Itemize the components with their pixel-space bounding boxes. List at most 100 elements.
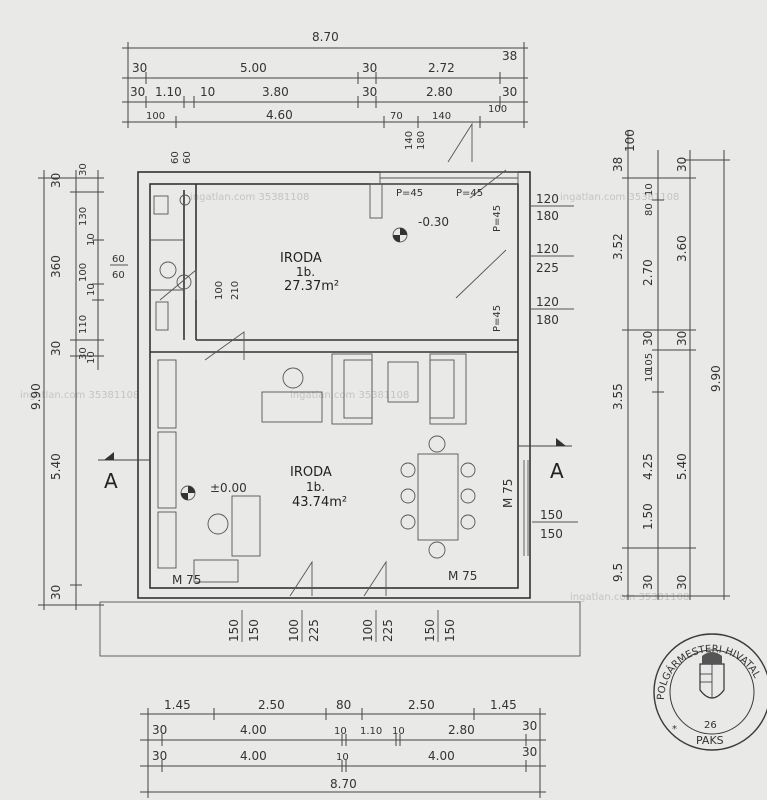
sill-value: 100 <box>361 619 375 642</box>
window-height: 180 <box>416 131 427 150</box>
dim-label: 105 <box>644 353 655 372</box>
dim-label: 60 <box>170 151 181 164</box>
dim-label: 30 <box>132 61 147 75</box>
dim-label: 2.80 <box>448 723 475 737</box>
wall-tag: M 75 <box>501 479 515 508</box>
dim-label: 100 <box>146 111 165 122</box>
dim-total-right: 9.90 <box>709 365 723 392</box>
coat-of-arms-icon <box>699 663 725 699</box>
door-tag: P=45 <box>492 205 503 232</box>
dim-label: 10 <box>86 283 97 296</box>
window-width: 120 <box>536 192 559 206</box>
dim-total-top: 8.70 <box>312 30 339 44</box>
dim-label: 140 <box>432 111 451 122</box>
dim-label: 60 <box>182 151 193 164</box>
section-letter: A <box>104 469 118 493</box>
official-stamp: POLGÁRMESTERI HIVATAL 26 PAKS * <box>653 633 767 751</box>
dim-label: 30 <box>675 331 689 346</box>
level-value: -0.30 <box>418 215 449 229</box>
section-mark-right: A <box>518 438 572 483</box>
dim-label: 30 <box>49 173 63 188</box>
doors <box>159 122 507 597</box>
dim-label: 100 <box>78 263 89 282</box>
dim-label: 2.70 <box>641 259 655 286</box>
bottom-dimensions: 1.45 2.50 80 2.50 1.45 30 4.00 10 1.10 1… <box>140 698 546 798</box>
dim-label: 10 <box>644 183 655 196</box>
dim-label: 30 <box>152 723 167 737</box>
dim-label: 1.45 <box>490 698 517 712</box>
window-width: 150 <box>540 508 563 522</box>
dim-label: 30 <box>49 585 63 600</box>
watermark: ingatlan.com 35381108 <box>190 192 309 203</box>
dim-label: 5.00 <box>240 61 267 75</box>
dim-label: 10 <box>86 351 97 364</box>
dim-label: 70 <box>390 111 403 122</box>
section-mark-left: A <box>98 452 150 493</box>
dim-label: 110 <box>78 315 89 334</box>
dim-label: 30 <box>152 749 167 763</box>
sill-value: 225 <box>307 619 321 642</box>
dim-label: 3.55 <box>611 383 625 410</box>
dim-label: 80 <box>644 203 655 216</box>
window-height: 180 <box>536 209 559 223</box>
window-annotations: 120 180 120 225 120 180 150 150 140 180 <box>404 131 578 541</box>
dim-label: 2.80 <box>426 85 453 99</box>
terrace <box>99 601 581 657</box>
window-height: 180 <box>536 313 559 327</box>
dim-label: 30 <box>78 163 89 176</box>
dim-label: 360 <box>49 255 63 278</box>
level-marker-lower: ±0.00 <box>180 481 247 501</box>
level-marker-upper: -0.30 <box>392 215 449 243</box>
dim-label: 10 <box>334 726 347 737</box>
level-value: ±0.00 <box>210 481 247 495</box>
watermark: ingatlan.com 35381108 <box>290 390 409 401</box>
dim-label: 30 <box>362 61 377 75</box>
dim-label: 2.50 <box>408 698 435 712</box>
dim-label: 38 <box>611 157 625 172</box>
dim-label: 100 <box>214 281 225 300</box>
wc-dimensions: 60 60 60 60 100 210 <box>110 151 241 300</box>
dim-label: 1.10 <box>155 85 182 99</box>
dim-label: 2.50 <box>258 698 285 712</box>
dim-label: 10 <box>644 369 655 382</box>
window-height: 225 <box>536 261 559 275</box>
dim-label: 80 <box>336 698 351 712</box>
dim-label: 100 <box>488 104 507 115</box>
dim-label: 30 <box>675 575 689 590</box>
dim-label: 10 <box>392 726 405 737</box>
watermark: ingatlan.com 35381108 <box>570 592 689 603</box>
dim-total-bottom: 8.70 <box>330 777 357 791</box>
dim-label: 1.45 <box>164 698 191 712</box>
dim-label: 30 <box>522 719 537 733</box>
door-tags: P=45 P=45 P=45 P=45 <box>396 188 503 332</box>
dim-label: 3.80 <box>262 85 289 99</box>
dim-label: 10 <box>200 85 215 99</box>
door-tag: P=45 <box>396 188 423 199</box>
dim-label: 30 <box>130 85 145 99</box>
room-lower: IRODA 1b. 43.74m² <box>290 465 347 510</box>
bottom-sill-annotations: 150 150 100 225 100 225 150 150 <box>227 610 457 642</box>
dim-label: 30 <box>49 341 63 356</box>
dim-label: 30 <box>362 85 377 99</box>
dim-label: 100 <box>623 129 637 152</box>
dim-label: 30 <box>675 157 689 172</box>
room-upper: IRODA 1b. 27.37m² <box>280 251 339 294</box>
room-area: 43.74m² <box>292 495 347 510</box>
dim-label: 9.5 <box>611 563 625 582</box>
stamp-city: PAKS <box>696 734 724 747</box>
window-width: 140 <box>404 131 415 150</box>
dim-label: 4.00 <box>240 723 267 737</box>
left-dimensions: 9.90 30 360 30 5.40 30 30 130 10 100 10 … <box>29 163 104 610</box>
dim-label: 210 <box>230 281 241 300</box>
watermark: ingatlan.com 35381108 <box>560 192 679 203</box>
star-icon: * <box>672 724 677 735</box>
dim-label: 60 <box>112 254 125 265</box>
furniture <box>153 194 476 583</box>
dim-label: 4.25 <box>641 453 655 480</box>
room-number: 1b. <box>306 480 325 494</box>
dim-label: 4.60 <box>266 108 293 122</box>
dim-label: 30 <box>502 85 517 99</box>
dim-label: 10 <box>86 233 97 246</box>
watermark: ingatlan.com 35381108 <box>20 390 139 401</box>
